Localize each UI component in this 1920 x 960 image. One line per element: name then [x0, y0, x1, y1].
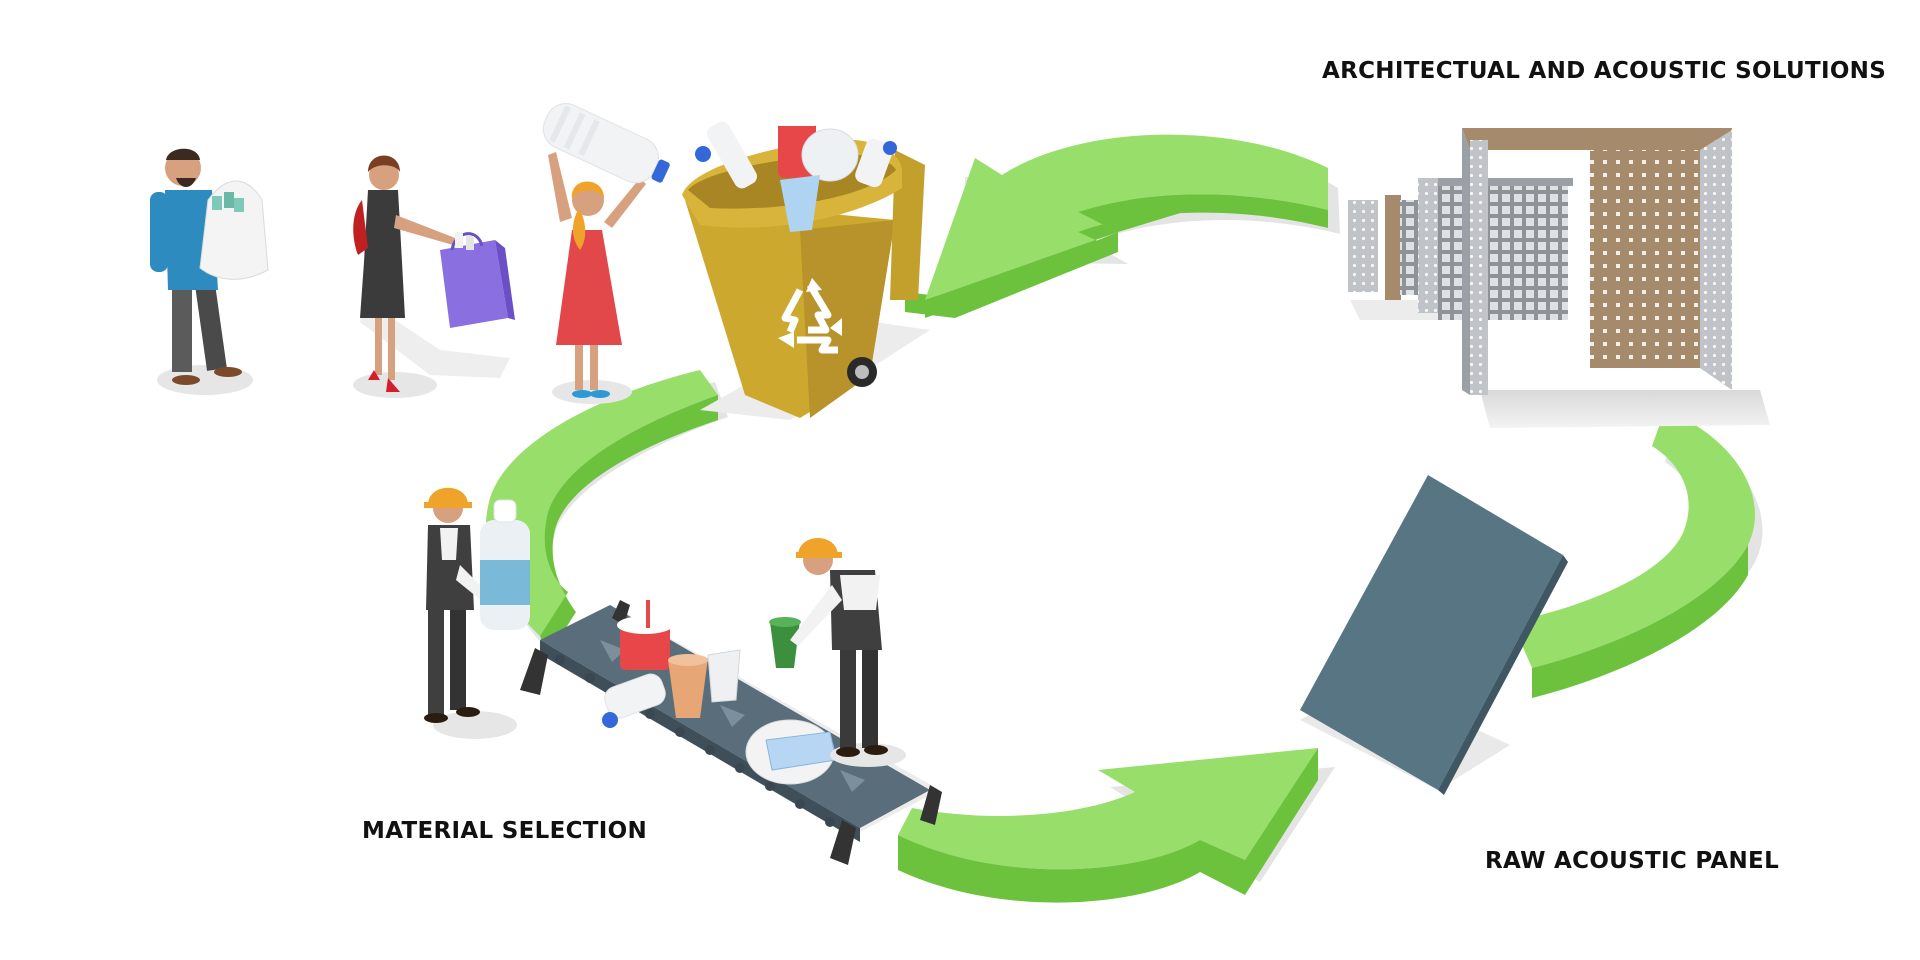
- worker-with-bottle: [424, 487, 530, 739]
- conveyor-belt: [520, 600, 942, 865]
- recycling-bin: [682, 116, 930, 420]
- woman-with-shopping-bag: [353, 155, 515, 398]
- worker-sorting: [790, 538, 906, 767]
- raw-acoustic-panel: [1300, 475, 1568, 795]
- cycle-arrow-bottom: [898, 748, 1335, 903]
- label-material-selection: MATERIAL SELECTION: [362, 818, 648, 844]
- recycle-icon: [778, 278, 842, 354]
- label-architectural-solutions: ARCHITECTUAL AND ACOUSTIC SOLUTIONS: [1322, 58, 1887, 84]
- cycle-arrow-top: [905, 134, 1340, 318]
- cycle-arrow-left: [485, 370, 728, 656]
- architectural-structures: [1348, 128, 1770, 428]
- woman-throwing-bottles: [542, 103, 670, 404]
- label-raw-acoustic-panel: RAW ACOUSTIC PANEL: [1485, 848, 1780, 874]
- cycle-arrow-right: [1512, 410, 1763, 698]
- man-with-bag: [150, 148, 269, 395]
